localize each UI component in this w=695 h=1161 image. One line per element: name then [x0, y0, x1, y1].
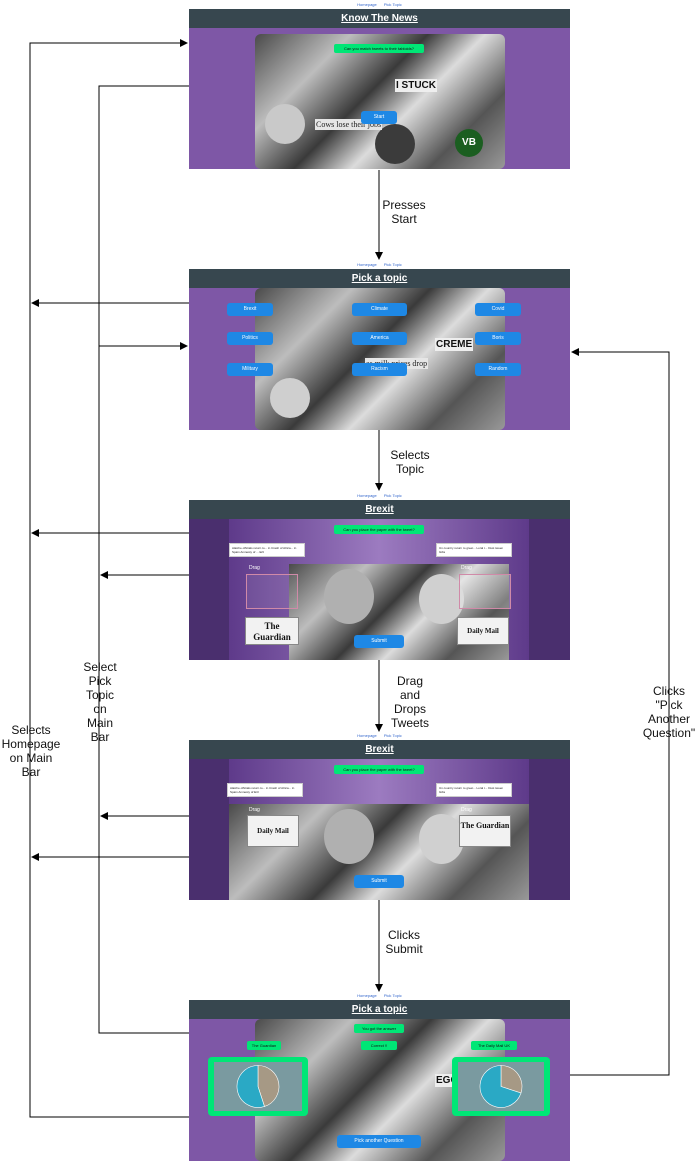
- page-title: Know The News: [189, 9, 570, 29]
- nav-homepage-link[interactable]: Homepage: [357, 493, 377, 498]
- label-clicks-pick-another: Clicks "Pick Another Question": [642, 684, 695, 740]
- edge-pick-another: [570, 348, 670, 1076]
- edge-home-to-pick: [98, 85, 189, 348]
- page-title: Pick a topic: [189, 1000, 570, 1020]
- drag-hint-right: Drag: [461, 807, 472, 813]
- news-collage-image: Cows lose their jobs I STUCK VB: [255, 34, 505, 169]
- paper-name: Daily Mail: [257, 827, 289, 835]
- tweet-card-right: Un country return to greet... Loral t...…: [436, 543, 512, 557]
- label-right-paper: The Daily Mail UK: [471, 1041, 517, 1050]
- draggable-paper-guardian[interactable]: The Guardian: [245, 617, 299, 645]
- nav-pick-topic-link[interactable]: Pick Topic: [383, 262, 402, 267]
- nav-homepage-link[interactable]: Homepage: [357, 993, 377, 998]
- main-nav: Homepage Pick Topic: [189, 992, 570, 1000]
- nav-pick-topic-link[interactable]: Pick Topic: [383, 493, 402, 498]
- label-selects-topic: Selects Topic: [390, 448, 430, 476]
- edge-result-to-pick: [98, 342, 189, 1034]
- vb-logo: VB: [455, 129, 483, 157]
- topic-button-racism[interactable]: Racism: [352, 363, 407, 376]
- pie-chart-right: [458, 1062, 544, 1111]
- paper-name: The Guardian: [253, 621, 291, 642]
- collage-headline-2: I STUCK: [395, 79, 437, 92]
- pick-another-question-button[interactable]: Pick another Question: [337, 1135, 421, 1148]
- main-nav: Homepage Pick Topic: [189, 1, 570, 9]
- tweet-card-left: Alaizire officials return to... in Crash…: [229, 543, 305, 557]
- topic-button-covid[interactable]: Covid: [475, 303, 521, 316]
- tweet-card-right: Un country return to greet... Loral t...…: [436, 783, 512, 797]
- main-nav: Homepage Pick Topic: [189, 261, 570, 269]
- draggable-paper-daily-mail[interactable]: Daily Mail: [457, 617, 509, 645]
- drag-hint-right: Drag: [461, 565, 472, 571]
- pie-chart-left-svg: [236, 1065, 280, 1108]
- screen-body: Can you place the paper with the tweet? …: [189, 759, 570, 900]
- pie-chart-right-svg: [479, 1065, 523, 1108]
- collage-headline-2: CREME: [435, 338, 474, 351]
- nav-pick-topic-link[interactable]: Pick Topic: [383, 733, 402, 738]
- collage-headline: Cows lose their jobs: [315, 119, 383, 130]
- edge-homepage-loop: [29, 39, 189, 1118]
- main-nav: Homepage Pick Topic: [189, 492, 570, 500]
- nav-pick-topic-link[interactable]: Pick Topic: [383, 2, 402, 7]
- start-button[interactable]: Start: [361, 111, 397, 124]
- topic-button-boris[interactable]: Boris: [475, 332, 521, 345]
- page-title: Brexit: [189, 500, 570, 520]
- pie-chart-left: [214, 1062, 302, 1111]
- dropped-paper-guardian[interactable]: The Guardian: [459, 815, 511, 847]
- screen-body: EGGS UP You got the answer The Guardian …: [189, 1019, 570, 1161]
- prompt-badge: Can you place the paper with the tweet?: [334, 765, 424, 774]
- label-select-pick-topic: Select Pick Topic on Main Bar: [83, 660, 117, 744]
- label-left-paper: The Guardian: [247, 1041, 281, 1050]
- pie-slice-rest: [500, 1065, 523, 1094]
- tweet-card-left: Alaizire officials return to... in Crash…: [227, 783, 303, 797]
- pie-slice-share: [236, 1065, 265, 1108]
- label-drag-drops: Drag and Drops Tweets: [390, 674, 429, 730]
- nav-homepage-link[interactable]: Homepage: [357, 2, 377, 7]
- paper-name: Daily Mail: [467, 627, 499, 635]
- pie-slice-share: [479, 1065, 522, 1108]
- label-selects-homepage: Selects Homepage on Main Bar: [1, 723, 61, 779]
- label-clicks-submit: Clicks Submit: [385, 928, 423, 956]
- drop-zone-left[interactable]: [246, 574, 298, 609]
- topic-button-brexit[interactable]: Brexit: [227, 303, 273, 316]
- drop-zone-right[interactable]: [459, 574, 511, 609]
- dropped-paper-daily-mail[interactable]: Daily Mail: [247, 815, 299, 847]
- result-status-badge: Correct !!: [361, 1041, 397, 1050]
- page-title: Pick a topic: [189, 269, 570, 289]
- nav-pick-topic-link[interactable]: Pick Topic: [383, 993, 402, 998]
- screen-body: Cows lose their jobs I STUCK VB Can you …: [189, 28, 570, 169]
- page-title: Brexit: [189, 740, 570, 760]
- drag-hint-left: Drag: [249, 565, 260, 571]
- submit-button[interactable]: Submit: [354, 635, 404, 648]
- topic-button-america[interactable]: America: [352, 332, 407, 345]
- screen-body: Can you place the paper with the tweet? …: [189, 519, 570, 660]
- nav-homepage-link[interactable]: Homepage: [357, 262, 377, 267]
- label-presses-start: Presses Start: [382, 198, 426, 226]
- nav-homepage-link[interactable]: Homepage: [357, 733, 377, 738]
- paper-name: The Guardian: [460, 821, 510, 830]
- topic-button-climate[interactable]: Climate: [352, 303, 407, 316]
- screen-body: as milk prices drop CREME Brexit Climate…: [189, 288, 570, 430]
- drag-hint-left: Drag: [249, 807, 260, 813]
- submit-button[interactable]: Submit: [354, 875, 404, 888]
- result-card-right: [452, 1057, 550, 1116]
- topic-button-random[interactable]: Random: [475, 363, 521, 376]
- pie-slice-rest: [257, 1065, 280, 1107]
- main-nav: Homepage Pick Topic: [189, 732, 570, 740]
- topic-button-politics[interactable]: Politics: [227, 332, 273, 345]
- topic-button-military[interactable]: Military: [227, 363, 273, 376]
- result-card-left: [208, 1057, 308, 1116]
- prompt-badge: Can you match tweets to their tabloids?: [334, 44, 424, 53]
- prompt-badge: Can you place the paper with the tweet?: [334, 525, 424, 534]
- result-title-badge: You got the answer: [354, 1024, 404, 1033]
